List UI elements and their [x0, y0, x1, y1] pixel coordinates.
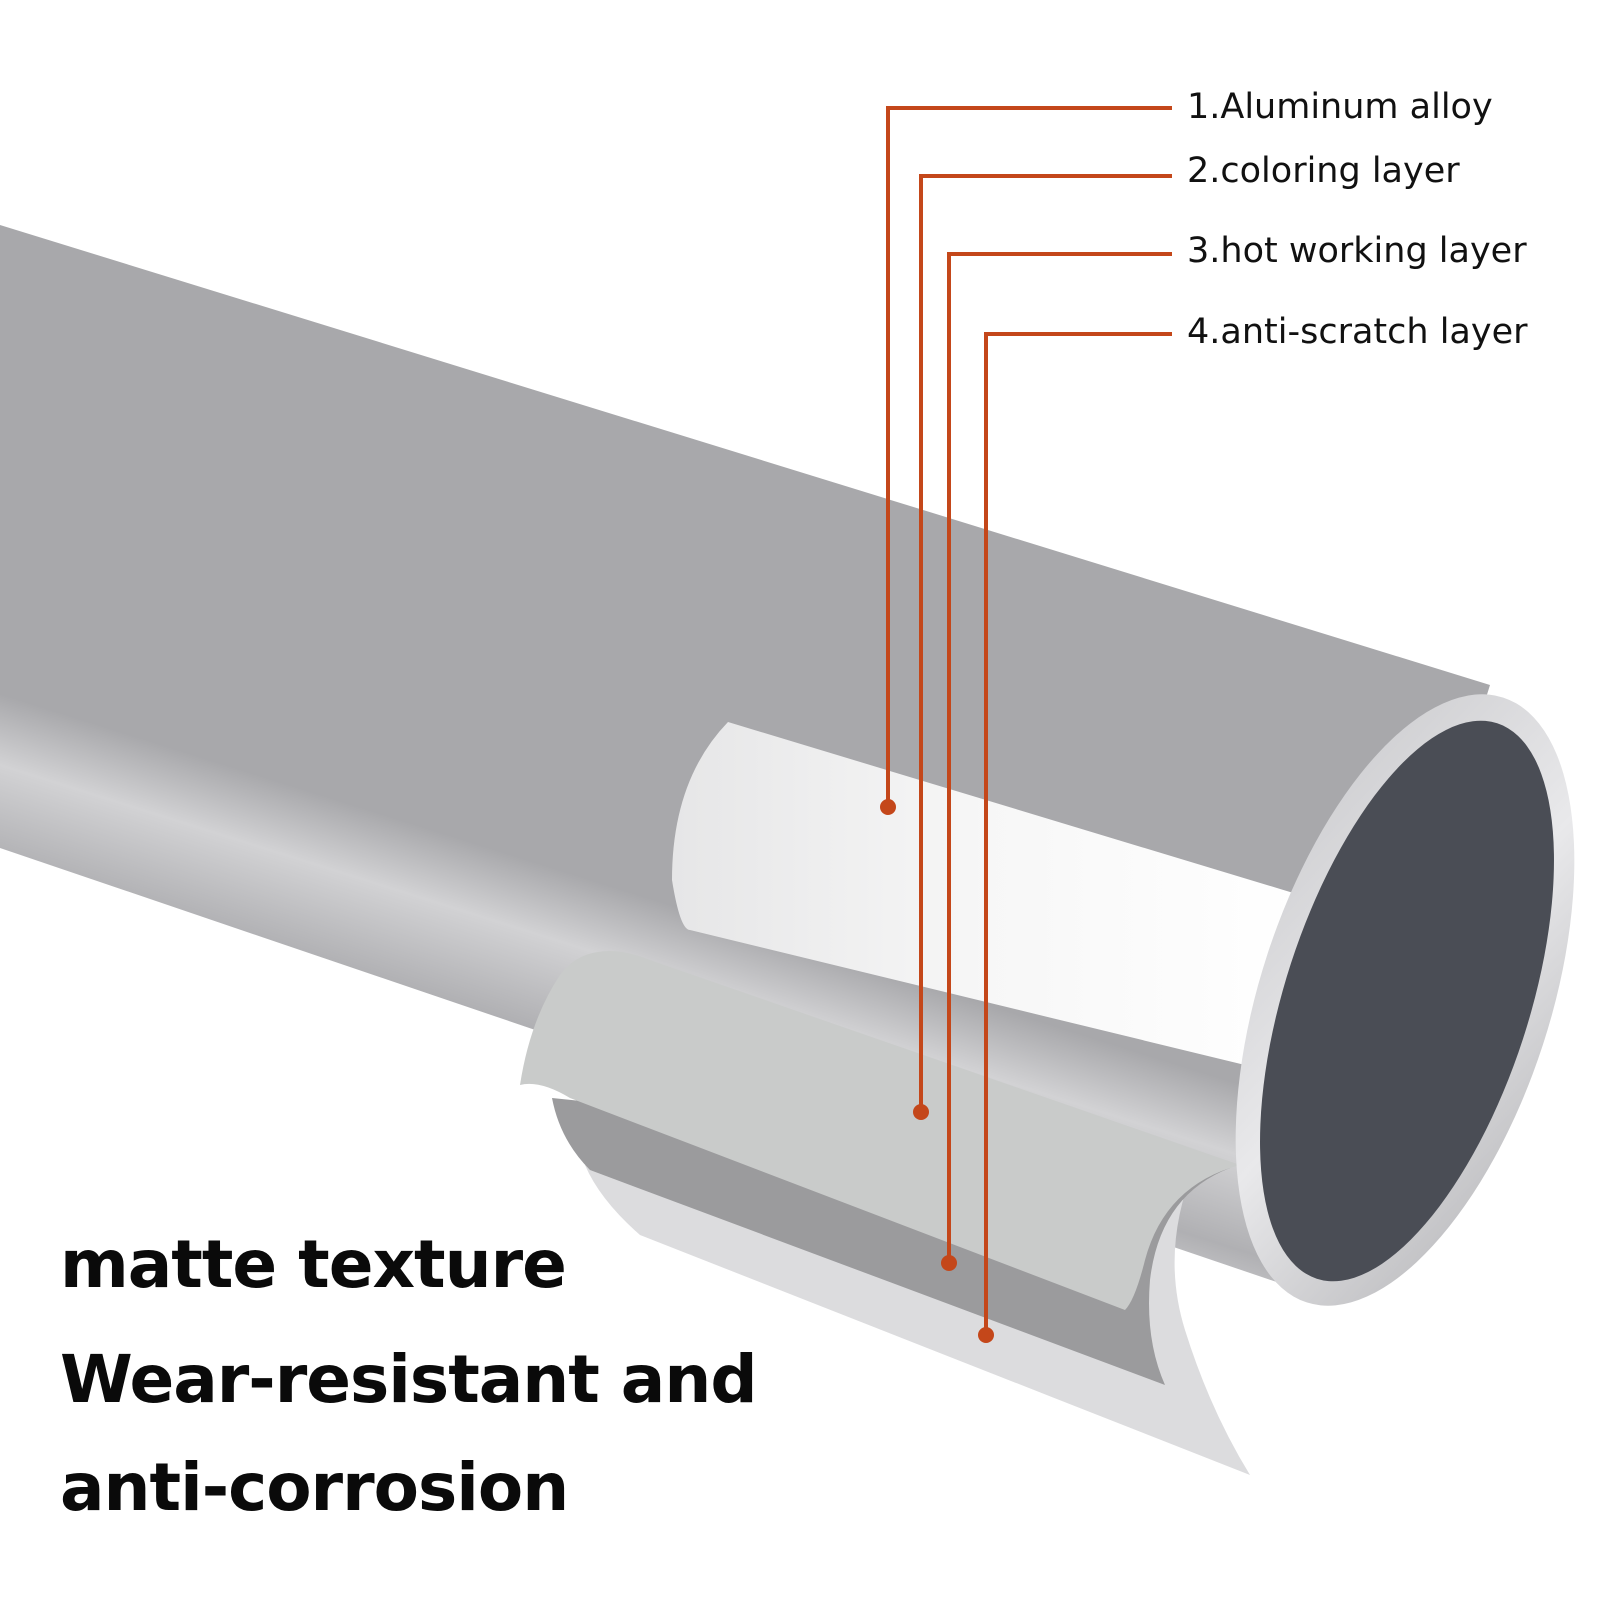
- leader-line-3: [947, 252, 1172, 1263]
- leader-dots: [880, 799, 994, 1343]
- leader-dot-4: [978, 1327, 994, 1343]
- headline-line-2: Wear-resistant and: [60, 1341, 758, 1418]
- leader-dot-1: [880, 799, 896, 815]
- layer-label-hot-working: 3.hot working layer: [1187, 231, 1527, 271]
- headline-line-1: matte texture: [60, 1226, 567, 1303]
- leader-dot-3: [941, 1255, 957, 1271]
- headline-line-3: anti-corrosion: [60, 1449, 569, 1526]
- leader-lines: [886, 106, 1172, 1335]
- leader-line-2: [919, 174, 1172, 1112]
- leader-dot-2: [913, 1104, 929, 1120]
- layer-label-aluminum-alloy: 1.Aluminum alloy: [1187, 87, 1493, 127]
- leader-line-1: [886, 106, 1172, 807]
- layer-label-coloring: 2.coloring layer: [1187, 151, 1460, 191]
- tube-interior: [1260, 720, 1554, 1282]
- layer-label-anti-scratch: 4.anti-scratch layer: [1187, 312, 1528, 352]
- layer-coloring: [520, 951, 1240, 1310]
- leader-line-4: [984, 332, 1172, 1335]
